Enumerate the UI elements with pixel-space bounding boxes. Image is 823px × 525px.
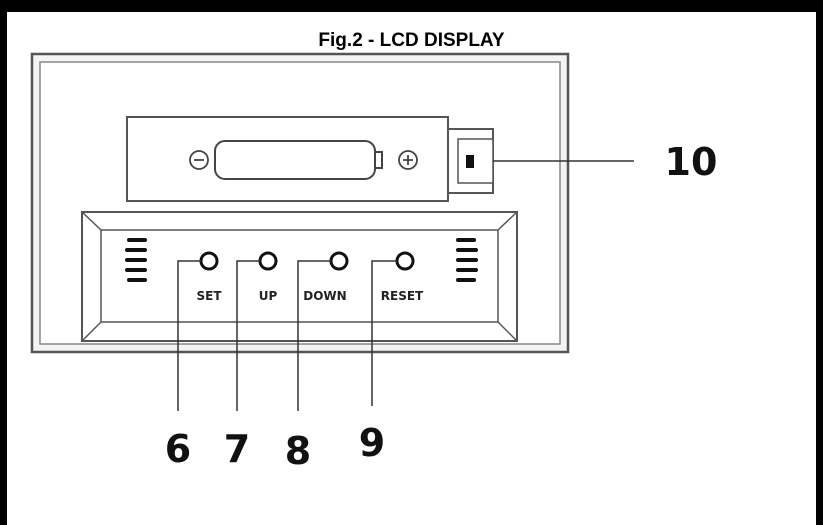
battery-latch-inner	[457, 138, 494, 184]
button-panel-inner	[100, 229, 499, 323]
left-grip-bar-3	[125, 258, 147, 262]
reset-button-label: RESET	[381, 289, 424, 303]
battery-cell	[214, 140, 376, 180]
down-button-label: DOWN	[303, 289, 346, 303]
right-grip-bar-5	[456, 278, 476, 282]
callout-number-10: 10	[665, 140, 718, 184]
callout-line-8	[297, 260, 331, 411]
panel-bevel-br	[497, 321, 518, 342]
right-grip-bar-4	[456, 268, 478, 272]
right-grip-bar-1	[456, 238, 476, 242]
callout-line-6	[177, 260, 201, 411]
up-button-circle[interactable]	[258, 251, 278, 271]
left-grip-icon	[125, 238, 147, 282]
set-button-circle[interactable]	[199, 251, 219, 271]
callout-number-7: 7	[224, 427, 250, 471]
callout-number-6: 6	[165, 427, 191, 471]
left-grip-bar-4	[125, 268, 147, 272]
button-panel	[81, 211, 518, 342]
up-button-label: UP	[259, 289, 278, 303]
battery-negative-icon	[189, 150, 209, 170]
panel-bevel-bl	[81, 321, 102, 342]
left-grip-bar-1	[127, 238, 147, 242]
callout-number-8: 8	[285, 429, 311, 473]
left-grip-bar-5	[127, 278, 147, 282]
left-grip-bar-2	[125, 248, 147, 252]
callout-line-9	[371, 260, 397, 406]
up-button[interactable]: UP	[258, 251, 278, 303]
battery-positive-icon	[398, 150, 418, 170]
battery-compartment	[126, 116, 449, 202]
down-button-circle[interactable]	[329, 251, 349, 271]
figure-title: Fig.2 - LCD DISPLAY	[318, 30, 505, 51]
set-button-label: SET	[196, 289, 222, 303]
right-grip-bar-2	[456, 248, 478, 252]
reset-button-circle[interactable]	[395, 251, 415, 271]
panel-bevel-tl	[81, 211, 102, 231]
battery-terminal	[374, 151, 383, 169]
callout-number-9: 9	[359, 421, 385, 465]
callout-line-7	[236, 260, 260, 411]
panel-bevel-tr	[497, 211, 518, 231]
battery-latch-knob	[466, 155, 474, 168]
battery-latch[interactable]	[447, 128, 494, 194]
right-grip-bar-3	[456, 258, 478, 262]
right-grip-icon	[456, 238, 478, 282]
